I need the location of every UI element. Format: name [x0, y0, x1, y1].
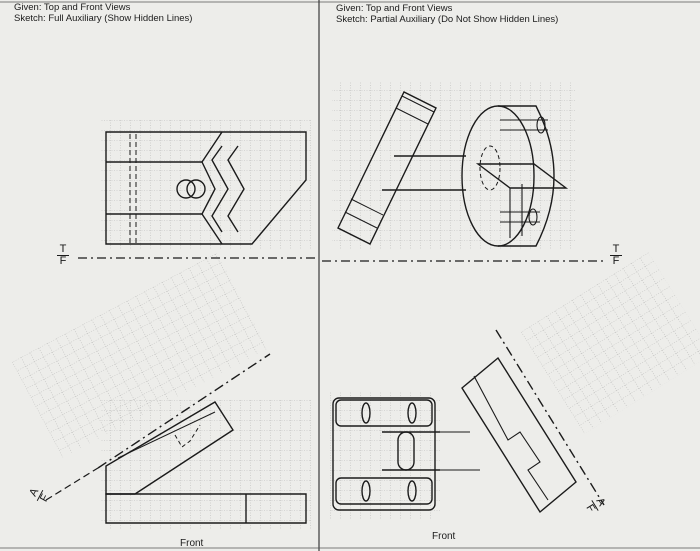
left-fold-label-t: T: [57, 244, 69, 256]
left-given-text: Given: Top and Front Views: [14, 2, 131, 13]
left-top-view-grid: [101, 120, 311, 250]
right-fold-label-f: F: [612, 255, 620, 267]
right-front-view-grid: [330, 392, 440, 520]
left-front-label: Front: [180, 538, 204, 549]
left-front-view-grid: [101, 400, 311, 530]
right-sketch-text: Sketch: Partial Auxiliary (Do Not Show H…: [336, 14, 559, 25]
right-top-view: [337, 91, 569, 247]
right-front-rotated-block: [461, 356, 577, 514]
left-front-view: [105, 401, 307, 524]
left-top-view: [105, 131, 307, 245]
right-front-label: Front: [432, 531, 456, 542]
right-fold-label-tf: T F: [610, 244, 622, 267]
left-sketch-text: Sketch: Full Auxiliary (Show Hidden Line…: [14, 13, 193, 24]
right-given-text: Given: Top and Front Views: [336, 3, 453, 14]
right-fold-label-t: T: [610, 244, 622, 256]
right-problem-header: Given: Top and Front Views Sketch: Parti…: [336, 3, 558, 25]
right-front-view: [332, 397, 480, 511]
left-aux-grid: [12, 253, 268, 458]
left-fold-label-f: F: [59, 255, 67, 267]
right-aux-grid: [521, 252, 700, 434]
right-fold-line-af: [495, 329, 605, 506]
left-fold-line-af: [97, 353, 271, 469]
left-fold-line-af-ext: [45, 467, 99, 501]
left-problem-header: Given: Top and Front Views Sketch: Full …: [14, 2, 192, 24]
left-fold-label-tf: T F: [57, 244, 69, 267]
